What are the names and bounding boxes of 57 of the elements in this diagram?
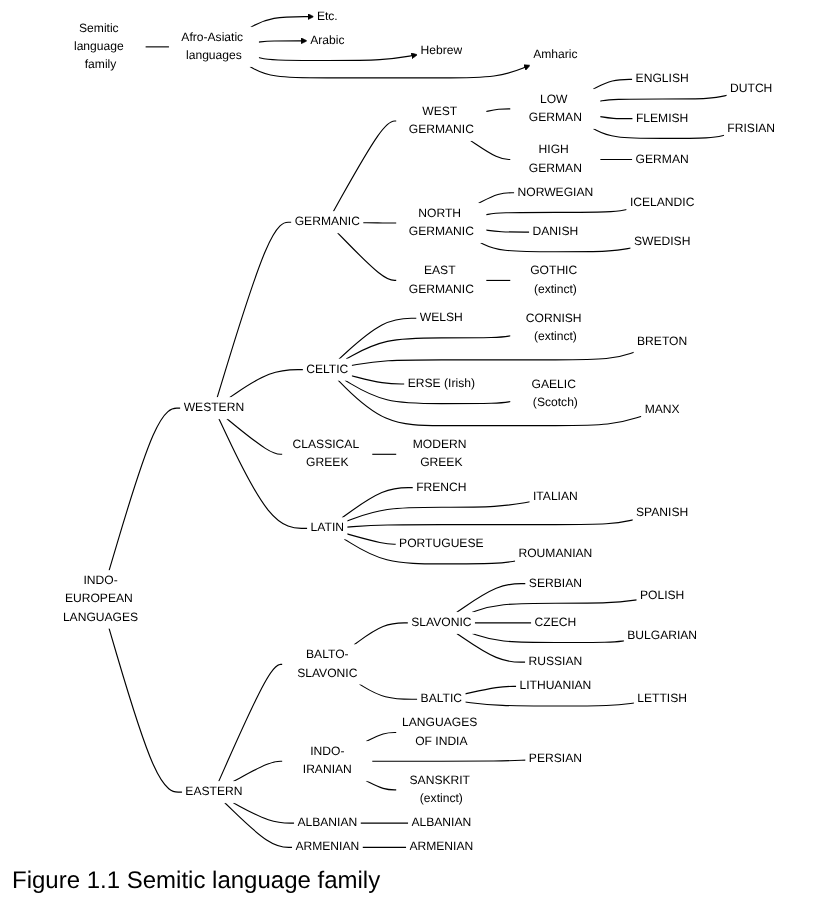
connector — [365, 780, 398, 791]
connector — [218, 418, 309, 529]
arrow — [250, 13, 315, 28]
connector — [471, 632, 625, 644]
connector — [226, 418, 284, 455]
arrow — [257, 37, 308, 45]
connector — [216, 221, 293, 399]
connector — [456, 583, 527, 613]
arrow — [249, 64, 531, 79]
connector — [108, 407, 182, 572]
connector — [346, 519, 634, 528]
connector — [108, 627, 183, 793]
connector — [478, 192, 516, 204]
connector — [599, 94, 728, 102]
connector — [485, 108, 512, 113]
connector — [480, 242, 632, 253]
connector — [599, 116, 634, 120]
connector — [485, 208, 628, 216]
connector — [464, 701, 635, 707]
connector — [341, 487, 414, 519]
connector — [228, 369, 304, 399]
connector — [470, 140, 512, 161]
connector — [471, 599, 638, 613]
connector — [485, 279, 512, 281]
connector — [353, 622, 409, 646]
connector — [592, 127, 725, 139]
connector — [350, 351, 635, 367]
connector — [144, 46, 170, 48]
connector — [343, 538, 516, 565]
figure-caption: Figure 1.1 Semitic language family — [10, 864, 383, 896]
connector — [350, 375, 406, 385]
connector — [473, 622, 533, 624]
connector — [371, 453, 398, 455]
connector — [361, 846, 407, 848]
connector — [345, 335, 512, 360]
connector — [456, 632, 527, 663]
connector — [362, 222, 398, 224]
connector — [592, 78, 634, 90]
connector — [346, 501, 531, 522]
connector — [337, 379, 643, 427]
connector — [464, 685, 517, 695]
connector — [365, 731, 398, 743]
connector — [218, 663, 284, 783]
connector — [359, 822, 409, 824]
connector — [346, 533, 397, 545]
connector — [224, 802, 293, 848]
connector — [371, 759, 527, 762]
arrow — [257, 52, 418, 62]
connector — [332, 120, 398, 213]
connector — [344, 379, 512, 405]
connector — [358, 683, 419, 700]
connector — [232, 802, 295, 824]
connector — [599, 158, 634, 161]
connector — [337, 232, 398, 281]
connector — [232, 760, 284, 783]
connector — [485, 229, 531, 233]
connector — [338, 317, 418, 360]
